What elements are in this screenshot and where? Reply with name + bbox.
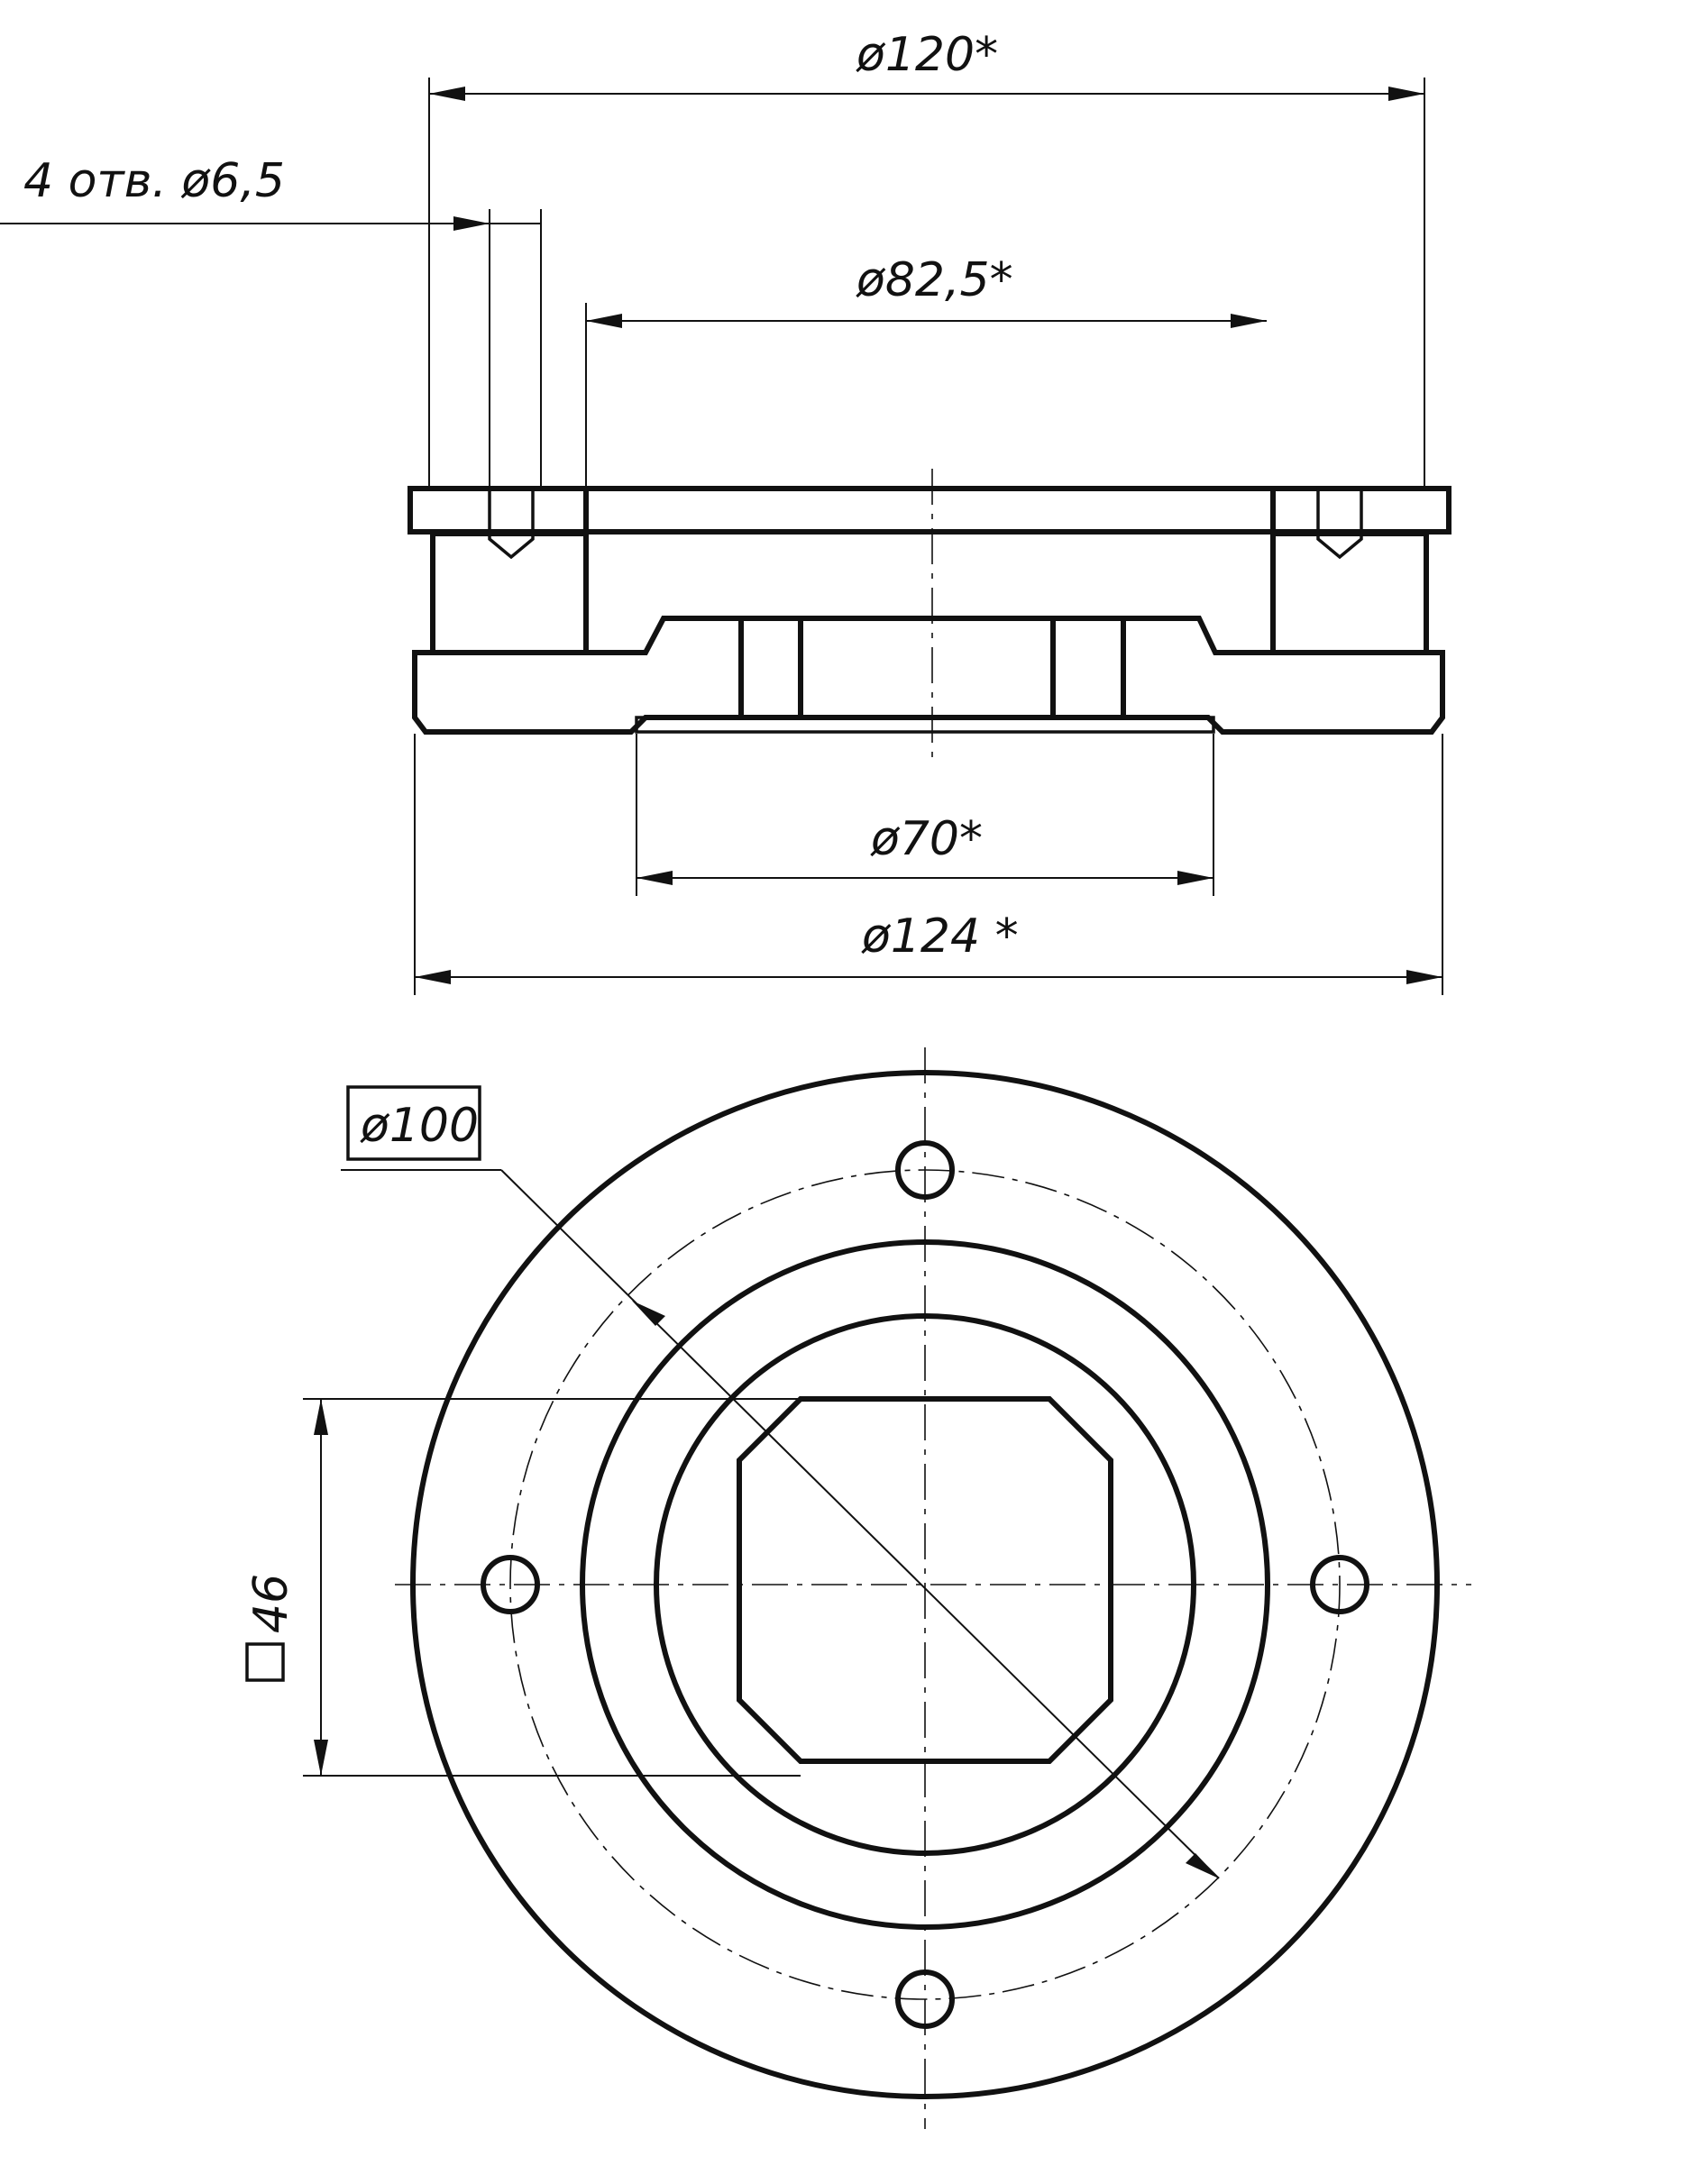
square-opening [737,1396,1113,1764]
bore-circle [654,1313,1196,1856]
square-symbol-icon [245,1642,285,1682]
dimension-outer-top: ø120* [428,28,1425,487]
dimension-recess: ø82,5* [585,253,1267,487]
dim-label-pitch-circle: ø100 [360,1099,479,1153]
dimension-holes: 4 отв. ø6,5 [0,154,542,487]
dim-label-outer-base: ø124 * [861,909,1019,964]
insulation-ring-right [1270,531,1429,655]
dimension-spigot: ø70* [636,734,1214,896]
screw-hole-left [488,487,535,560]
insulation-ring-circle [580,1239,1270,1930]
top-plate [408,486,1451,535]
bolt-hole-left [481,1555,540,1614]
base-flange [412,616,1445,735]
dimension-pitch-circle: ø100 [341,1085,1220,1879]
bolt-hole-top [895,1140,955,1200]
outer-flange-circle [410,1070,1440,2099]
bolt-hole-bottom [895,1969,955,2029]
screw-hole-right [1316,487,1363,560]
bolt-pitch-circle [509,1169,1341,2000]
plan-view: ø100 46 [244,1047,1471,2129]
dim-label-holes: 4 отв. ø6,5 [23,154,285,208]
dimension-outer-base: ø124 * [414,734,1443,995]
dim-label-spigot: ø70* [870,812,983,866]
insulation-ring-left [430,531,589,655]
dim-label-recess: ø82,5* [856,253,1013,307]
section-view: ø120* 4 отв. ø6,5 ø82,5* ø70* [0,28,1451,995]
dim-label-square: 46 [244,1574,298,1633]
bolt-hole-right [1310,1555,1369,1614]
dim-label-outer-top: ø120* [856,28,998,82]
dimension-square: 46 [244,1398,801,1777]
